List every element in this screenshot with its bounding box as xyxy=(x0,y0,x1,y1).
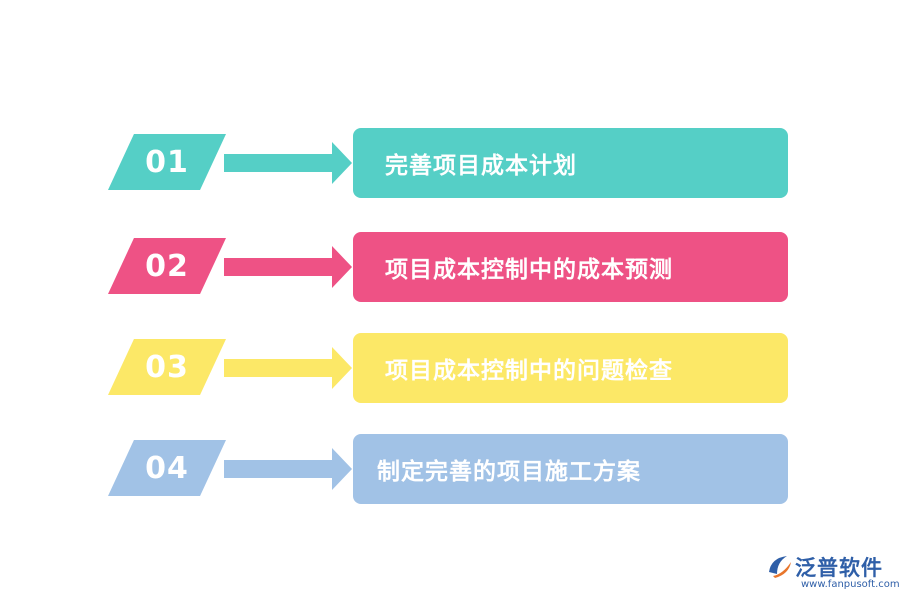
step-row-4: 04 制定完善的项目施工方案 xyxy=(0,434,900,506)
step-number-badge-1: 01 xyxy=(108,134,226,190)
step-label-3: 项目成本控制中的问题检查 xyxy=(385,358,673,384)
step-number-3: 03 xyxy=(145,349,189,385)
step-row-2: 02 项目成本控制中的成本预测 xyxy=(0,232,900,304)
step-number-badge-4: 04 xyxy=(108,440,226,496)
step-box-3: 项目成本控制中的问题检查 xyxy=(353,333,788,403)
step-box-4: 制定完善的项目施工方案 xyxy=(353,434,788,504)
step-box-2: 项目成本控制中的成本预测 xyxy=(353,232,788,302)
brand-name: 泛普软件 xyxy=(795,556,883,580)
arrow-right-icon xyxy=(224,347,352,389)
arrow-right-icon xyxy=(224,448,352,490)
arrow-right-icon xyxy=(224,246,352,288)
brand-url: www.fanpusoft.com xyxy=(801,579,900,590)
fanpu-logo-icon xyxy=(769,556,791,578)
step-number-2: 02 xyxy=(145,248,189,284)
step-label-4: 制定完善的项目施工方案 xyxy=(377,459,641,485)
brand-logo: 泛普软件 www.fanpusoft.com xyxy=(765,552,900,596)
step-number-1: 01 xyxy=(145,144,189,180)
step-number-4: 04 xyxy=(145,450,189,486)
step-number-badge-3: 03 xyxy=(108,339,226,395)
step-label-1: 完善项目成本计划 xyxy=(385,153,577,179)
step-row-1: 01 完善项目成本计划 xyxy=(0,128,900,200)
step-box-1: 完善项目成本计划 xyxy=(353,128,788,198)
arrow-right-icon xyxy=(224,142,352,184)
step-row-3: 03 项目成本控制中的问题检查 xyxy=(0,333,900,405)
step-label-2: 项目成本控制中的成本预测 xyxy=(385,257,673,283)
step-number-badge-2: 02 xyxy=(108,238,226,294)
